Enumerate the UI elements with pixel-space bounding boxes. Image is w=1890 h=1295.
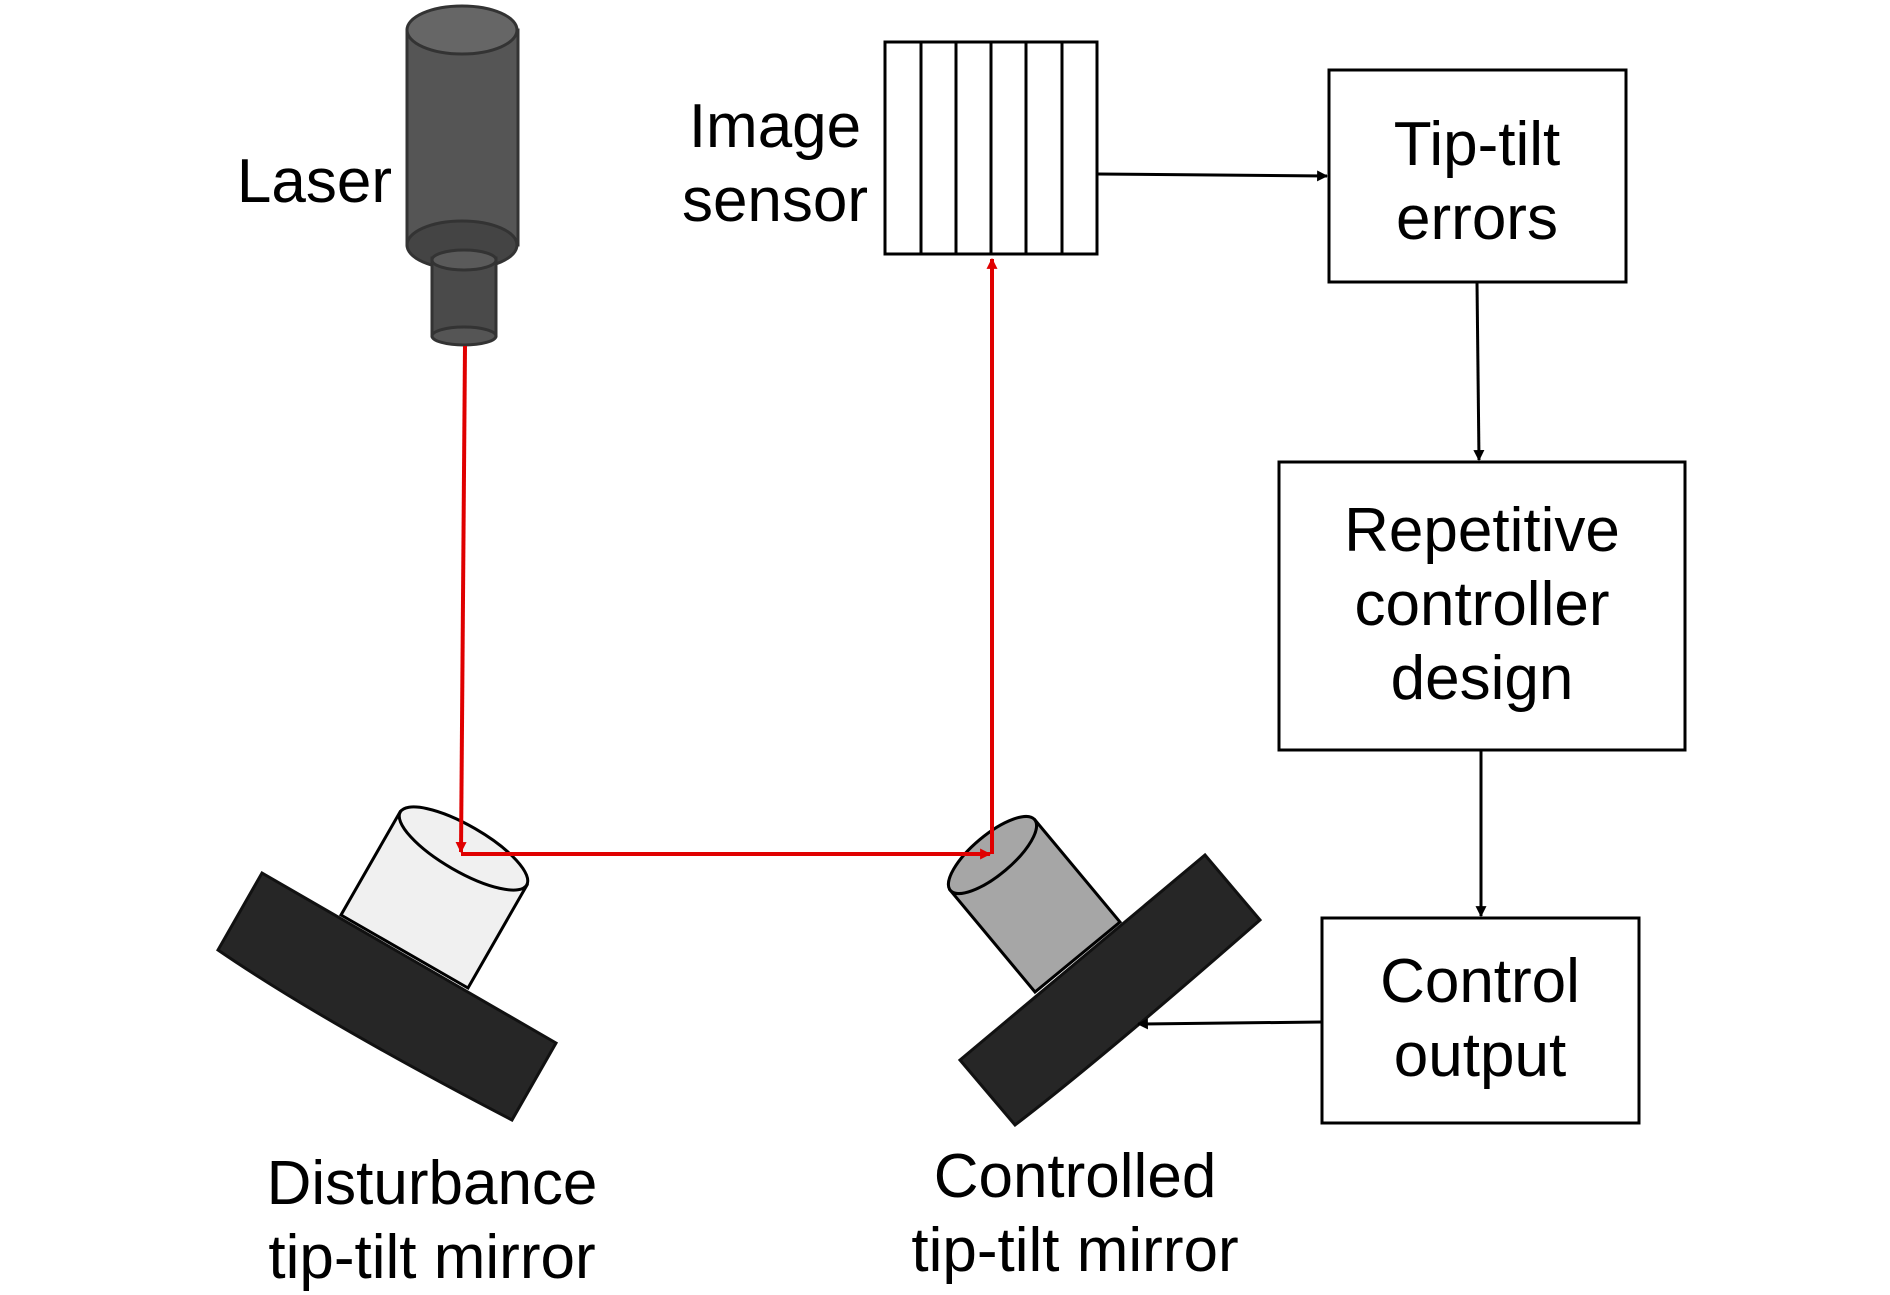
disturbance-mirror-label: Disturbance tip-tilt mirror bbox=[267, 1147, 598, 1295]
laser-nozzle-tip bbox=[430, 325, 498, 347]
repetitive-controller-box bbox=[1277, 460, 1687, 752]
disturbance-mirror-line-2: tip-tilt mirror bbox=[268, 1223, 596, 1292]
repetitive-controller-line-3: design bbox=[1390, 644, 1574, 713]
disturbance-mirror-icon bbox=[216, 805, 559, 1122]
repetitive-controller-line-2: controller bbox=[1354, 570, 1610, 639]
controlled-mirror-icon bbox=[946, 814, 1263, 1128]
arrow-output-to-mirror bbox=[1136, 1018, 1323, 1030]
repetitive-controller-label: Repetitive controller design bbox=[1344, 494, 1620, 716]
image-sensor-label-line-1: Image bbox=[688, 92, 862, 161]
controlled-mirror-line-2: tip-tilt mirror bbox=[911, 1216, 1239, 1285]
disturbance-mirror-line-1: Disturbance bbox=[266, 1149, 598, 1218]
controlled-barrel-face bbox=[946, 814, 1039, 896]
image-sensor-label-line-2: sensor bbox=[681, 166, 869, 235]
controlled-base bbox=[957, 852, 1263, 1128]
laser-nozzle-top bbox=[430, 248, 498, 272]
disturbance-base bbox=[216, 870, 559, 1122]
tip-tilt-errors-line-1: Tip-tilt bbox=[1393, 110, 1561, 179]
control-output-box bbox=[1320, 916, 1641, 1125]
arrow-sensor-to-errors bbox=[1096, 170, 1329, 182]
control-output-label: Control output bbox=[1380, 945, 1580, 1093]
image-sensor-label: Image sensor bbox=[682, 90, 868, 238]
control-output-line-2: output bbox=[1393, 1021, 1567, 1090]
control-output-line-1: Control bbox=[1380, 947, 1580, 1016]
image-sensor-icon bbox=[883, 40, 1099, 256]
laser-top-cap bbox=[405, 4, 519, 56]
tip-tilt-errors-line-2: errors bbox=[1396, 184, 1558, 253]
controlled-mirror-label: Controlled tip-tilt mirror bbox=[911, 1140, 1238, 1288]
repetitive-controller-line-1: Repetitive bbox=[1344, 496, 1620, 565]
signal-arrows bbox=[1096, 170, 1487, 1030]
laser-body bbox=[405, 28, 520, 247]
arrow-errors-to-controller bbox=[1473, 281, 1485, 462]
beam-laser-to-disturbance bbox=[455, 345, 467, 854]
laser-label-text: Laser bbox=[236, 147, 392, 216]
tip-tilt-errors-box bbox=[1327, 68, 1628, 284]
laser-label: Laser bbox=[237, 145, 392, 219]
laser-beam-path bbox=[455, 257, 998, 860]
controlled-mirror-line-1: Controlled bbox=[933, 1142, 1217, 1211]
laser-source-icon bbox=[405, 4, 520, 347]
tip-tilt-errors-label: Tip-tilt errors bbox=[1394, 108, 1560, 256]
